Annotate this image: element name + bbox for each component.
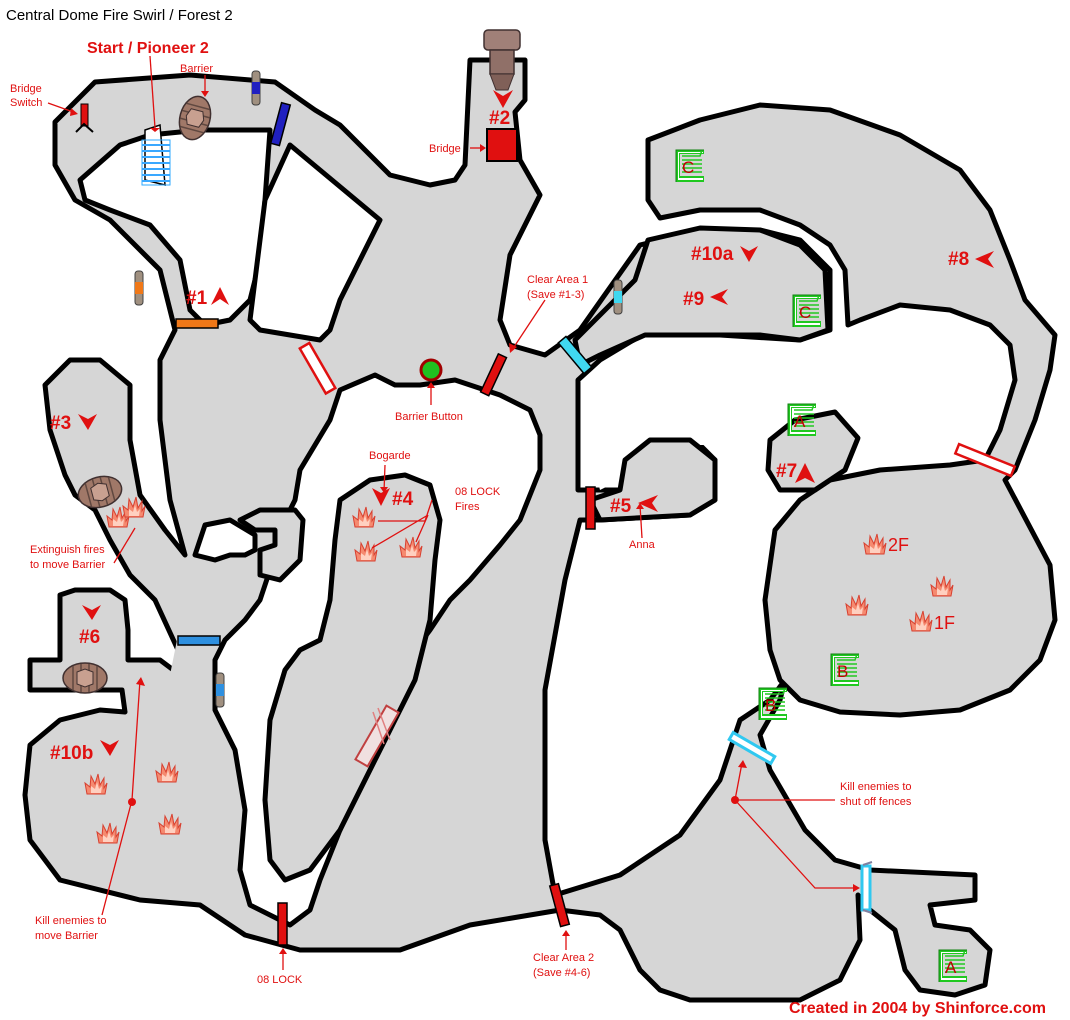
start-teleporter-icon — [141, 123, 171, 186]
lock-fires-label-1: 08 LOCK — [455, 486, 501, 498]
waypoint-7: #7 — [776, 461, 797, 482]
clear-area-2-sub: (Save #4-6) — [533, 967, 590, 979]
lock-fires-label-2: Fires — [455, 501, 480, 513]
floor-1f-label: 1F — [934, 613, 955, 633]
kill-barrier-label-1: Kill enemies to — [35, 915, 107, 927]
map-title: Central Dome Fire Swirl / Forest 2 — [6, 7, 233, 24]
map-text: Central Dome Fire Swirl / Forest 2 Start… — [6, 7, 1046, 1017]
lock-08-label: 08 LOCK — [257, 974, 303, 986]
extinguish-label-1: Extinguish fires — [30, 544, 105, 556]
teleporter-b1: B — [765, 696, 776, 715]
clear-area-1-sub: (Save #1-3) — [527, 289, 584, 301]
teleporter-c1: C — [682, 158, 694, 177]
clear-area-1-label: Clear Area 1 — [527, 274, 588, 286]
gates — [175, 101, 1017, 946]
laser-fences — [727, 730, 873, 914]
start-label: Start / Pioneer 2 — [87, 40, 209, 57]
teleporter-b2: B — [837, 662, 848, 681]
waypoint-3: #3 — [50, 413, 71, 434]
barrier-button-label: Barrier Button — [395, 411, 463, 423]
barrier-label: Barrier — [180, 63, 213, 75]
waypoint-1: #1 — [186, 288, 208, 309]
waypoint-arrows — [78, 90, 994, 756]
floor-2f-label: 2F — [888, 535, 909, 555]
credit-text: Created in 2004 by Shinforce.com — [789, 1000, 1046, 1017]
teleporter-c2: C — [799, 303, 811, 322]
bridge-switch-icon — [75, 103, 94, 133]
kill-fences-label-2: shut off fences — [840, 796, 912, 808]
leader-lines — [47, 55, 860, 970]
bridge-switch-label-1: Bridge — [10, 83, 42, 95]
teleporter-labels: C C A B B A — [682, 158, 957, 977]
waypoint-4: #4 — [392, 489, 414, 510]
waypoint-9: #9 — [683, 289, 704, 310]
extinguish-label-2: to move Barrier — [30, 559, 106, 571]
pillar-icon — [134, 70, 623, 708]
teleporter-a1: A — [945, 958, 957, 977]
waypoint-10b: #10b — [50, 743, 93, 764]
kill-fences-label-1: Kill enemies to — [840, 781, 912, 793]
barrier-button-icon — [419, 358, 443, 382]
clear-area-2-label: Clear Area 2 — [533, 952, 594, 964]
teleporter-a2: A — [794, 412, 806, 431]
waypoint-8: #8 — [948, 249, 969, 270]
bridge-label: Bridge — [429, 143, 461, 155]
waypoint-2: #2 — [489, 108, 510, 129]
waypoint-5: #5 — [610, 496, 632, 517]
pioneer-ship-icon — [483, 29, 521, 91]
waypoint-10a: #10a — [691, 244, 734, 265]
anna-label: Anna — [629, 539, 656, 551]
kill-barrier-label-2: move Barrier — [35, 930, 98, 942]
waypoint-6: #6 — [79, 627, 100, 648]
bogarde-label: Bogarde — [369, 450, 411, 462]
floor-layout — [22, 57, 1058, 1003]
bridge-switch-label-2: Switch — [10, 97, 42, 109]
